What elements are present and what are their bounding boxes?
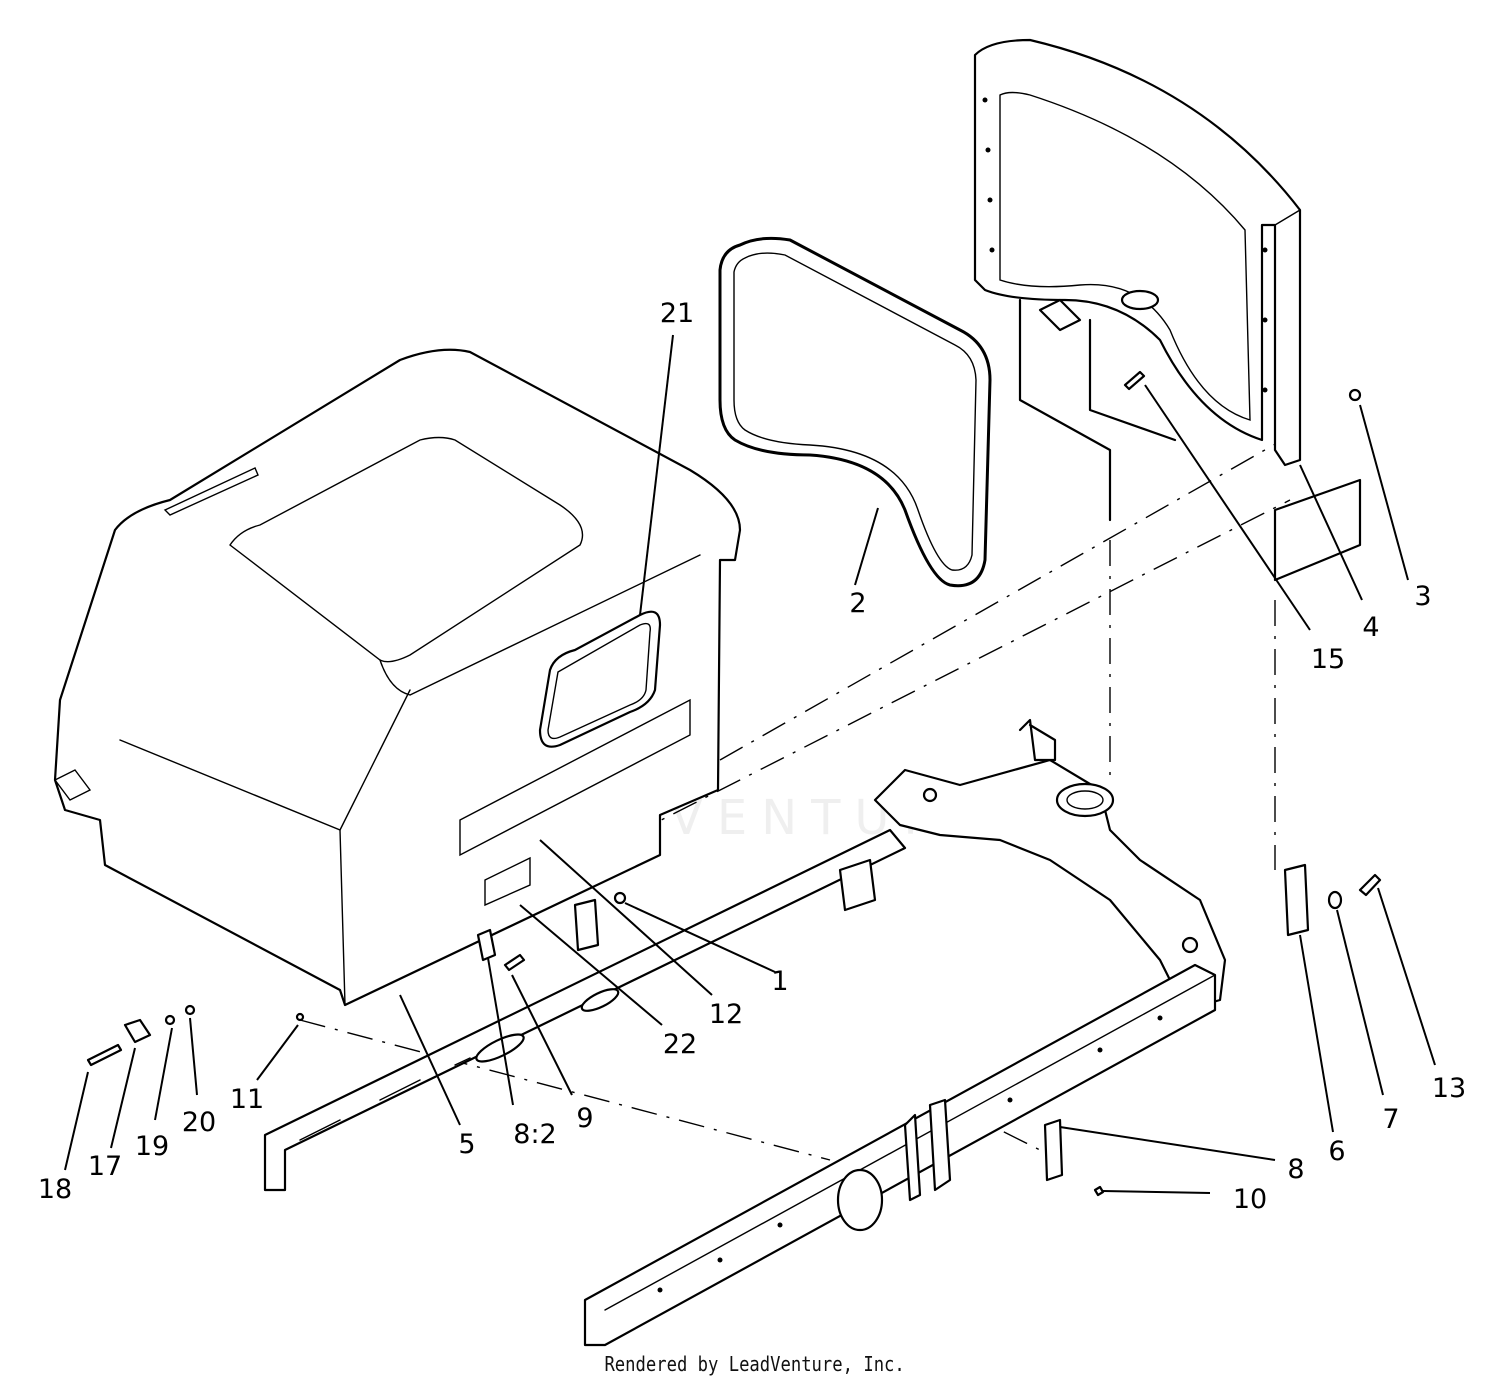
callout-3: 3 bbox=[1414, 581, 1431, 612]
callout-8: 8 bbox=[1287, 1154, 1304, 1185]
callout-5: 5 bbox=[458, 1129, 475, 1160]
callout-6: 6 bbox=[1328, 1136, 1345, 1167]
callout-4: 4 bbox=[1362, 612, 1379, 643]
callout-8-2: 8:2 bbox=[513, 1119, 556, 1150]
callout-1: 1 bbox=[771, 966, 788, 997]
callout-18: 18 bbox=[38, 1174, 72, 1205]
callout-2: 2 bbox=[849, 588, 866, 619]
gasket-seal bbox=[718, 236, 992, 588]
callout-13: 13 bbox=[1432, 1073, 1466, 1104]
callout-21: 21 bbox=[660, 298, 694, 329]
callout-11: 11 bbox=[230, 1084, 264, 1115]
callout-7: 7 bbox=[1382, 1104, 1399, 1135]
callout-12: 12 bbox=[709, 999, 743, 1030]
render-credit: Rendered by LeadVenture, Inc. bbox=[604, 1352, 905, 1376]
callout-19: 19 bbox=[135, 1131, 169, 1162]
callout-22: 22 bbox=[663, 1029, 697, 1060]
hardware bbox=[86, 388, 1382, 1197]
chassis-frame bbox=[263, 718, 1227, 1347]
callout-15: 15 bbox=[1311, 644, 1345, 675]
leader-lines bbox=[64, 334, 1436, 1194]
callout-17: 17 bbox=[88, 1151, 122, 1182]
callout-labels: 21 2 3 4 15 1 12 22 9 8:2 5 11 20 19 17 … bbox=[38, 298, 1466, 1215]
callout-10-label: 10 bbox=[1233, 1184, 1267, 1215]
rear-fender-panel bbox=[973, 38, 1362, 582]
hood bbox=[53, 348, 742, 1007]
callout-20: 20 bbox=[182, 1107, 216, 1138]
callout-9: 9 bbox=[576, 1103, 593, 1134]
